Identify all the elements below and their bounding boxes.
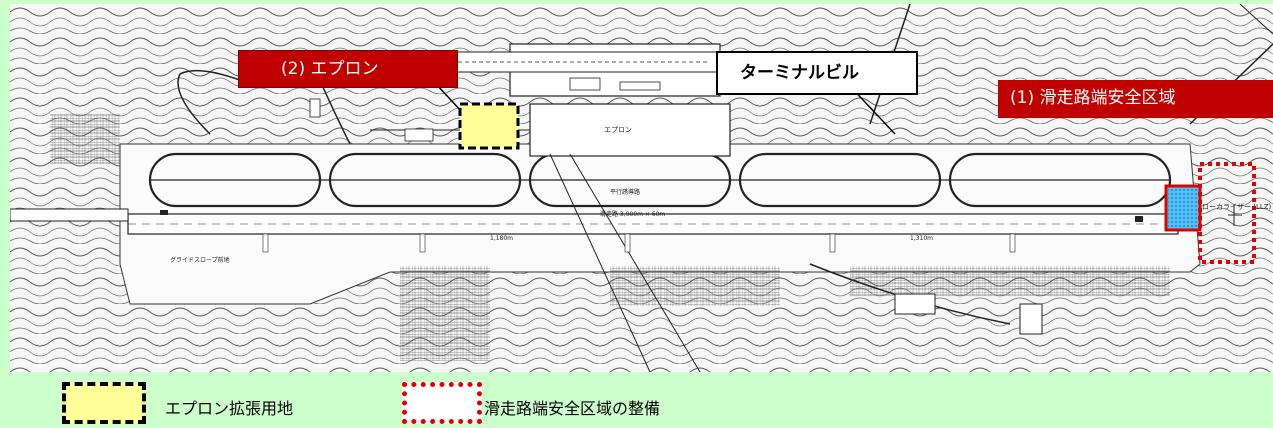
runway-extension-west <box>10 208 129 222</box>
embankment-2 <box>610 266 780 306</box>
map-label-glide-slope: グライドスロープ前地 <box>170 256 230 264</box>
callout-runway-end-safety: (1) 滑走路端安全区域 <box>998 80 1273 118</box>
callout-apron: (2) エプロン <box>238 50 458 88</box>
embankment-3 <box>850 266 1170 296</box>
legend-runway-end-safety: 滑走路端安全区域の整備 <box>380 382 880 424</box>
legend-label-apron-expansion: エプロン拡張用地 <box>165 399 294 418</box>
legend-swatch-apron-expansion <box>62 382 146 424</box>
map-label-localizer: ローカライザー (LLZ) <box>1202 203 1272 211</box>
map-label-dist-1: 1,180m <box>490 235 513 242</box>
airport-map: エプロン 滑走路 3,000m × 60m ローカライザー (LLZ) グライド… <box>10 4 1273 372</box>
map-label-apron: エプロン <box>604 126 632 134</box>
apron-block <box>529 103 731 157</box>
runway-end-safety-area <box>1198 162 1256 264</box>
embankment-1 <box>400 266 490 361</box>
legend-swatch-runway-end-safety <box>402 382 482 424</box>
map-label-dist-2: 1,310m <box>910 235 933 242</box>
airport-layout-drawing: エプロン 滑走路 3,000m × 60m ローカライザー (LLZ) グライド… <box>10 4 1273 372</box>
legend-apron-expansion: エプロン拡張用地 <box>0 382 360 424</box>
map-label-runway: 滑走路 3,000m × 60m <box>600 210 665 218</box>
apron-expansion-area <box>458 102 520 150</box>
map-label-parallel-taxiway: 平行誘導路 <box>610 188 640 196</box>
legend-label-runway-end-safety: 滑走路端安全区域の整備 <box>484 399 661 418</box>
callout-terminal: ターミナルビル <box>716 51 918 95</box>
embankment-4 <box>50 114 120 164</box>
